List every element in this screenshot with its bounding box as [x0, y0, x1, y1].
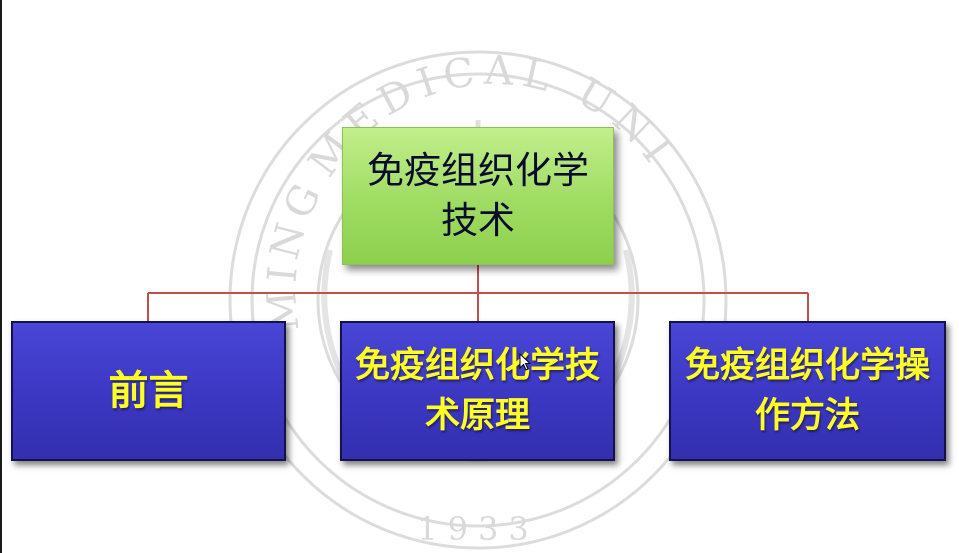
seal-year: 1933 — [417, 510, 538, 548]
child-node-label: 前言 — [108, 368, 189, 414]
root-node-label: 免疫组织化学技术 — [367, 149, 589, 242]
child-node-principles[interactable]: 免疫组织化学技术原理 — [340, 321, 615, 461]
mouse-pointer-icon — [519, 353, 531, 371]
root-node[interactable]: 免疫组织化学技术 — [342, 127, 614, 265]
child-node-methods[interactable]: 免疫组织化学操作方法 — [669, 321, 946, 461]
window-left-border — [0, 0, 2, 553]
child-node-label: 免疫组织化学技术原理 — [354, 346, 600, 436]
child-node-preface[interactable]: 前言 — [11, 321, 286, 461]
child-node-label: 免疫组织化学操作方法 — [684, 346, 930, 436]
